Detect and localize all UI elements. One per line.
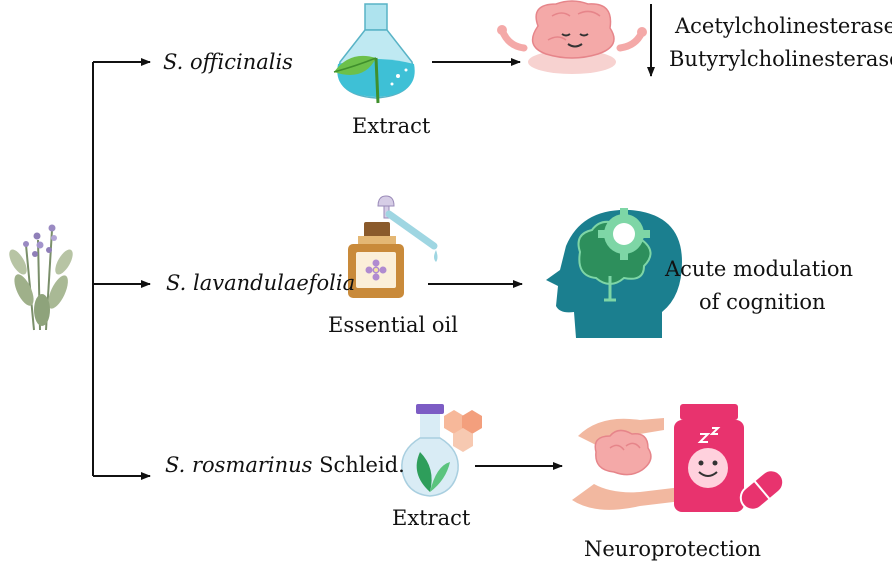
- preparation-label-1: Extract: [352, 114, 431, 138]
- species-label-3: S. rosmarinus Schleid.: [165, 453, 405, 477]
- preparation-label-3: Extract: [392, 506, 471, 530]
- species-authority-3: Schleid.: [319, 453, 405, 477]
- sage-plant-icon: [9, 224, 73, 331]
- effect-label-2a: Acute modulation: [665, 257, 854, 281]
- effect-label-1b: Butyrylcholinesterase: [669, 47, 892, 71]
- hands-brain-pills-icon: [572, 404, 785, 512]
- flask-with-leaves-icon: [401, 404, 482, 497]
- species-label-2: S. lavandulaefolia: [166, 271, 356, 295]
- species-name-3: S. rosmarinus: [165, 453, 313, 477]
- effect-label-3: Neuroprotection: [584, 537, 762, 561]
- effect-label-2b: of cognition: [699, 290, 826, 314]
- effect-label-1a: Acetylcholinesterase: [675, 14, 892, 38]
- head-brain-gear-icon: [546, 208, 682, 338]
- flask-with-leaf-icon: [333, 3, 415, 104]
- preparation-label-2: Essential oil: [328, 313, 458, 337]
- meditating-brain-icon: [497, 0, 647, 74]
- essential-oil-bottle-icon: [348, 195, 438, 298]
- species-label-1: S. officinalis: [163, 50, 293, 74]
